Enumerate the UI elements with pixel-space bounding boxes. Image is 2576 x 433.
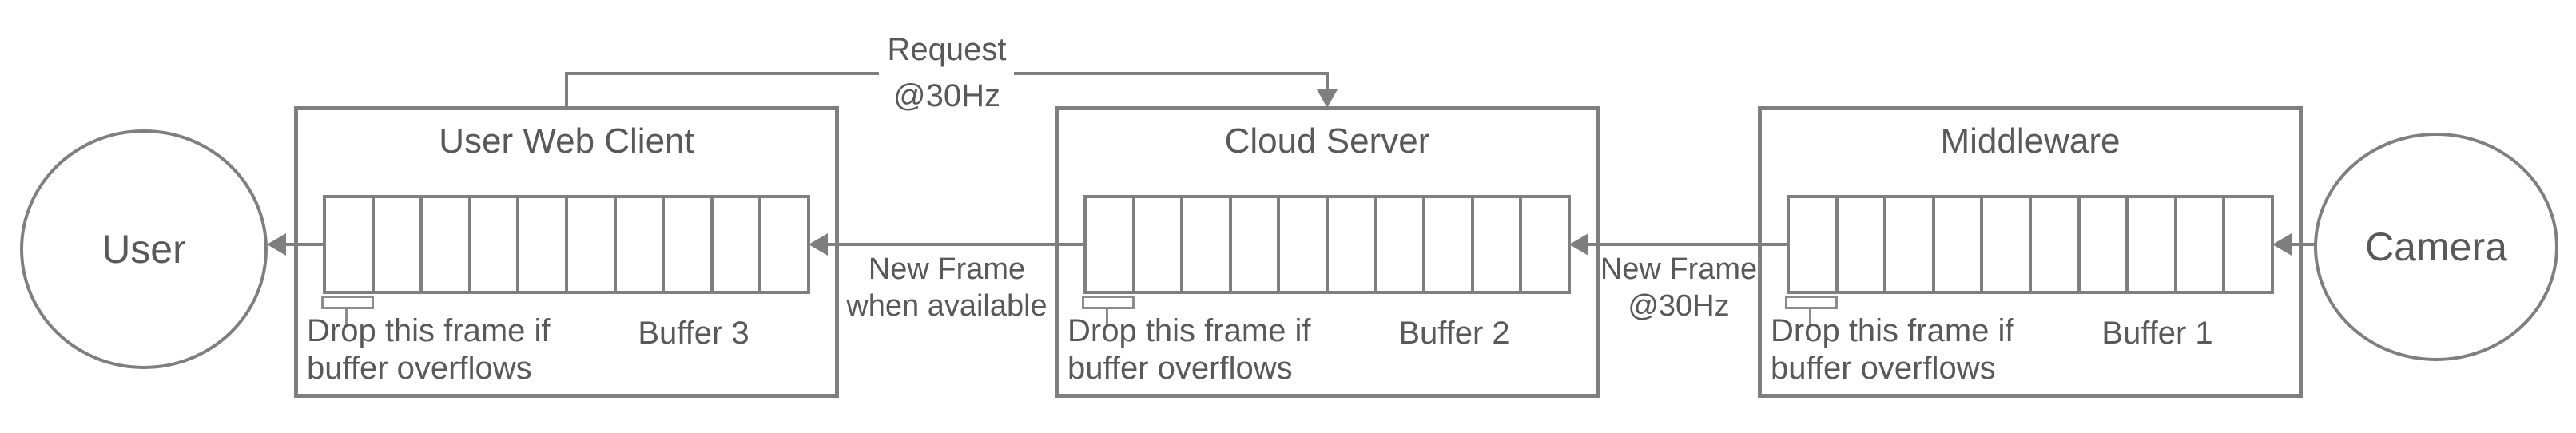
request-label-line1: Request <box>887 32 1007 67</box>
arrowhead-into-middleware-buffer <box>2272 233 2292 256</box>
buffer-cell <box>714 198 762 291</box>
arrowhead-into-client-buffer <box>809 233 828 256</box>
edge-cloud-to-client-label-line2: when available <box>846 289 1047 323</box>
buffer-2-label: Buffer 2 <box>1398 316 1510 351</box>
buffer-cell <box>2129 198 2177 291</box>
buffer-1 <box>1787 195 2274 294</box>
drop-frame-note: Drop this frame if buffer overflows <box>307 312 551 387</box>
buffer-cell <box>1135 198 1184 291</box>
buffer-cell <box>1839 198 1887 291</box>
user-node-label: User <box>101 227 186 272</box>
buffer-1-label: Buffer 1 <box>2101 316 2213 351</box>
buffer-cell <box>1232 198 1281 291</box>
buffer-cell <box>1983 198 2032 291</box>
buffer-cell <box>1425 198 1474 291</box>
edge-middleware-to-cloud-line <box>1587 243 1788 246</box>
buffer-cell <box>1935 198 1984 291</box>
arrowhead-into-cloud-buffer <box>1569 233 1588 256</box>
middleware-box: Middleware Drop this frame if buffer ove… <box>1758 106 2303 398</box>
request-label: Request <box>853 30 1040 69</box>
drop-frame-note: Drop this frame if buffer overflows <box>1067 312 1311 387</box>
buffer-2 <box>1083 195 1571 294</box>
edge-cloud-to-client-label-line1: New Frame <box>868 252 1026 286</box>
request-label-line2: @30Hz <box>893 78 1000 113</box>
drop-frame-bracket <box>321 296 374 309</box>
camera-node: Camera <box>2314 133 2558 361</box>
edge-camera-to-middleware-line <box>2290 243 2317 246</box>
drop-frame-bracket <box>1082 296 1135 309</box>
drop-frame-note-line2: buffer overflows <box>1771 351 1996 386</box>
drop-frame-note-line2: buffer overflows <box>1067 351 1293 386</box>
drop-frame-leader-line <box>1809 309 1811 327</box>
user-web-client-title: User Web Client <box>439 121 694 161</box>
drop-frame-note-line1: Drop this frame if <box>1067 313 1311 348</box>
edge-cloud-to-client-line <box>826 243 1083 246</box>
drop-frame-note-line1: Drop this frame if <box>1771 313 2014 348</box>
drop-frame-leader-line <box>345 309 348 327</box>
buffer-cell <box>2177 198 2226 291</box>
buffer-cell <box>568 198 617 291</box>
arrowhead-into-cloud-top <box>1317 89 1338 108</box>
buffer-3-label: Buffer 3 <box>638 316 749 351</box>
drop-frame-bracket <box>1785 296 1838 309</box>
buffer-3 <box>323 195 810 294</box>
buffer-cell <box>375 198 423 291</box>
edge-middleware-to-cloud-label-line2: @30Hz <box>1628 289 1730 323</box>
buffer-cell <box>471 198 520 291</box>
buffer-cell <box>2225 198 2271 291</box>
buffer-cell <box>1280 198 1329 291</box>
buffer-cell <box>2032 198 2081 291</box>
request-rate-label: @30Hz <box>853 77 1040 115</box>
edge-cloud-to-client-label: New Frame when available <box>841 251 1053 324</box>
buffer-cell <box>1790 198 1839 291</box>
buffer-cell <box>1474 198 1523 291</box>
cloud-server-title: Cloud Server <box>1224 121 1430 161</box>
drop-frame-leader-line <box>1106 309 1108 327</box>
drop-frame-note: Drop this frame if buffer overflows <box>1771 312 2014 387</box>
middleware-title: Middleware <box>1940 121 2121 161</box>
buffer-cell <box>326 198 375 291</box>
buffer-cell <box>617 198 666 291</box>
buffer-cell <box>519 198 568 291</box>
user-web-client-box: User Web Client Drop this frame if buffe… <box>294 106 839 398</box>
drop-frame-note-line1: Drop this frame if <box>307 313 551 348</box>
request-line-up <box>565 73 568 108</box>
buffer-cell <box>423 198 471 291</box>
camera-node-label: Camera <box>2365 224 2507 269</box>
request-line-horizontal-right <box>1014 72 1329 75</box>
edge-middleware-to-cloud-label: New Frame @30Hz <box>1599 251 1759 324</box>
edge-middleware-to-cloud-label-line1: New Frame <box>1600 252 1758 286</box>
buffer-cell <box>665 198 714 291</box>
buffer-cell <box>1183 198 1232 291</box>
buffer-cell <box>2081 198 2129 291</box>
buffer-cell <box>1087 198 1135 291</box>
buffer-cell <box>1522 198 1568 291</box>
buffer-cell <box>1377 198 1426 291</box>
request-line-horizontal-left <box>565 72 879 75</box>
request-line-down <box>1326 75 1329 91</box>
edge-client-to-user-line <box>284 243 323 246</box>
buffer-cell <box>1886 198 1935 291</box>
arrowhead-into-user <box>267 233 286 256</box>
buffer-cell <box>1329 198 1377 291</box>
cloud-server-box: Cloud Server Drop this frame if buffer o… <box>1055 106 1600 398</box>
drop-frame-note-line2: buffer overflows <box>307 351 532 386</box>
user-node: User <box>20 129 268 369</box>
buffer-cell <box>761 198 807 291</box>
